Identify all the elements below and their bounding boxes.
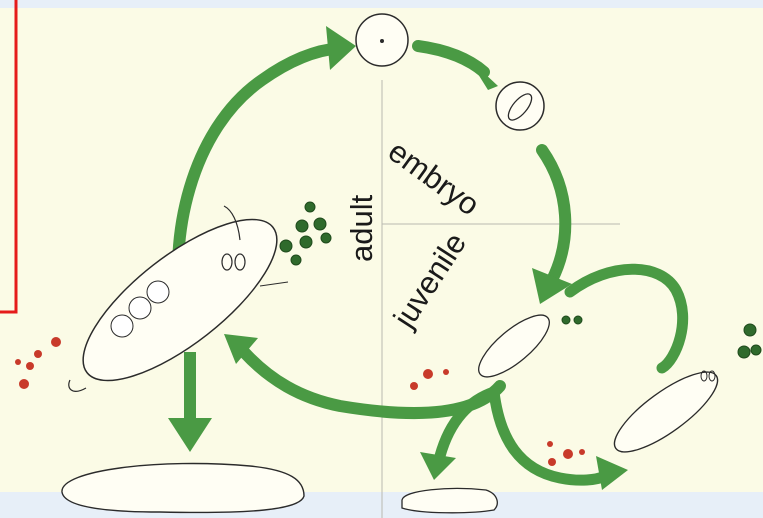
adult-egg-1	[111, 315, 133, 337]
adult-egg-2	[129, 297, 151, 319]
small-larva	[402, 488, 497, 512]
embryo-illustration	[496, 82, 544, 130]
egg-nucleus	[380, 39, 384, 43]
top-edge-strip	[0, 0, 763, 8]
adult-egg-3	[147, 281, 169, 303]
label-adult: adult	[344, 194, 379, 262]
